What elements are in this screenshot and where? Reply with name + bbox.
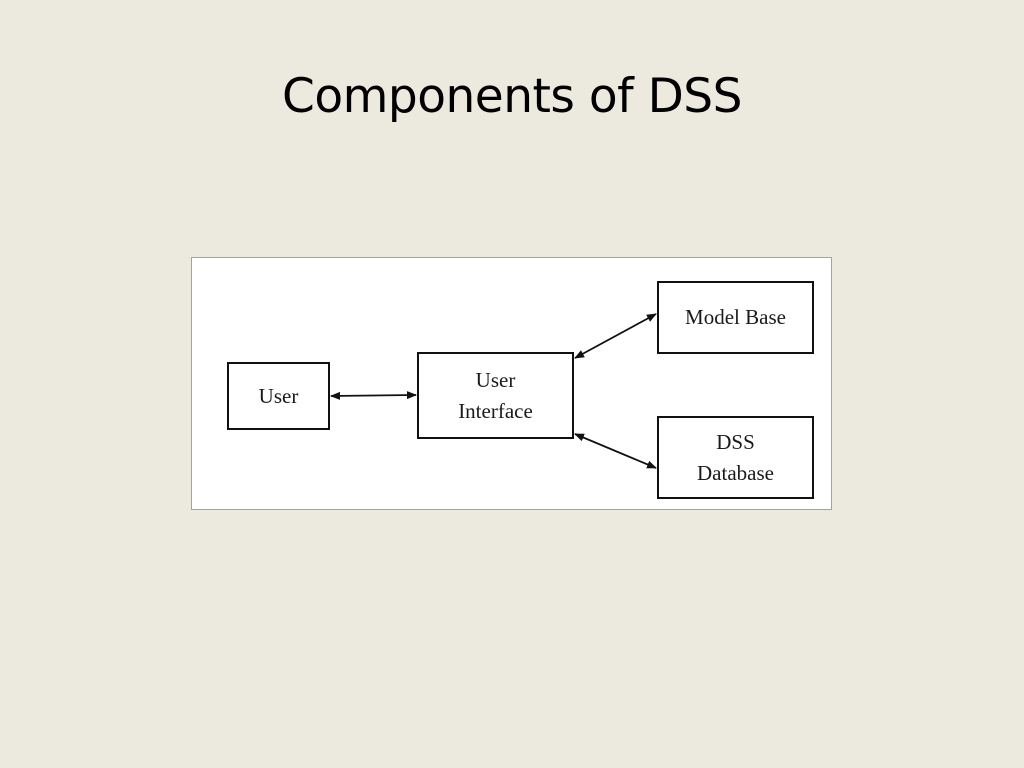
user-interface-node: User Interface <box>417 352 574 439</box>
user-node: User <box>227 362 330 430</box>
user-node-label: User <box>258 383 299 408</box>
arrow-interface-to-dss-database <box>574 433 657 469</box>
arrow-user-to-interface <box>330 391 417 400</box>
user-interface-label-line-2: Interface <box>458 398 533 423</box>
model-base-node: Model Base <box>657 281 814 354</box>
diagram-frame: User User Interface Model Base DSS Datab… <box>191 257 832 510</box>
model-base-label: Model Base <box>685 305 786 329</box>
user-interface-label-line-1: User <box>475 367 516 392</box>
connector-layer <box>330 313 657 469</box>
dss-database-label-line-1: DSS <box>716 429 755 454</box>
slide-title: Components of DSS <box>282 69 742 124</box>
arrow-interface-to-model-base <box>574 313 657 359</box>
dss-database-node: DSS Database <box>657 416 814 499</box>
dss-database-label-line-2: Database <box>697 460 774 485</box>
